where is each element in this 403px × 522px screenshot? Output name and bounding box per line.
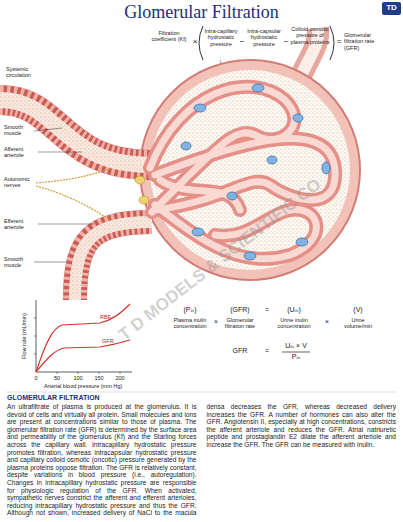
equation-term: Glomerular filtration rate: [220, 317, 260, 330]
equation-bracket: [199, 26, 203, 60]
part-label: Autonomic nerves: [4, 176, 38, 189]
blood-stipple: [75, 222, 152, 300]
smooth-muscle-stripes: [0, 100, 150, 165]
equation-term: Urine inulin concentration: [272, 317, 316, 330]
logo-text: TD: [382, 3, 401, 12]
podocyte: [293, 114, 303, 122]
podocyte: [181, 142, 191, 150]
equation-term: Colloid osmotic pressure of plasma prote…: [290, 26, 330, 45]
tick-label: 200: [112, 375, 128, 381]
equation-symbol: (V): [338, 306, 378, 314]
equation-term: Intra-capillary hydrostatic pressure: [203, 28, 239, 47]
curve-label: RBF: [100, 314, 118, 320]
podocyte: [192, 228, 204, 236]
podocyte: [322, 162, 330, 174]
equation-term: Intra-capsular hydrostatic pressure: [246, 28, 282, 47]
fraction-bar: [282, 352, 310, 353]
arteriole-lumen: [0, 100, 150, 165]
podocyte: [227, 192, 237, 200]
arteriole-lumen: [75, 222, 152, 300]
equation-symbol: GFR: [222, 347, 258, 355]
equation-operator: −: [282, 37, 290, 46]
body-text: An ultrafiltrate of plasma is produced a…: [7, 403, 396, 519]
efferent-arteriole: [75, 222, 152, 300]
logo-badge: [382, 2, 401, 15]
equation-operator: =: [335, 37, 343, 46]
juxtaglomerular-cell: [135, 176, 145, 184]
blood-stipple: [0, 100, 150, 165]
tick-label: 100: [70, 375, 86, 381]
podocyte: [267, 156, 277, 164]
podocyte: [252, 84, 264, 92]
tick-label: 150: [91, 375, 107, 381]
equation-result: Glomerular filtration rate (GFR): [344, 32, 390, 51]
afferent-arteriole: [0, 100, 150, 165]
equation-operator: =: [261, 347, 273, 355]
section-heading: GLOMERULAR FILTRATION: [7, 394, 227, 402]
leader-line: [38, 152, 82, 153]
equation-operator: ×: [191, 37, 199, 46]
smooth-muscle-stripes: [75, 222, 152, 300]
equation-symbol: (Uᵢₙ): [274, 306, 314, 314]
equation-operator: −: [238, 37, 246, 46]
podocyte: [194, 104, 206, 112]
axis-title: Arterial blood pressure (mm Hg): [28, 383, 138, 389]
part-label: Systemic circulation: [6, 66, 46, 79]
equation-symbol: (Pᵢₙ): [170, 306, 210, 314]
equation-symbol: Pᵢₙ: [276, 353, 316, 361]
equation-symbol: (GFR): [222, 306, 258, 314]
equation-term: Filtration coefficient (Kf): [146, 30, 192, 43]
podocyte: [296, 238, 308, 246]
autonomic-nerve: [36, 168, 112, 183]
part-label: Smooth muscle: [4, 256, 34, 269]
gfr-curve: [36, 340, 130, 372]
page-title: Glomerular Filtration: [0, 2, 403, 23]
autonomic-nerve: [36, 186, 110, 220]
section-rule: [6, 392, 397, 393]
part-label: Afferent arteriole: [4, 146, 38, 159]
podocyte: [244, 252, 256, 260]
leader-line: [34, 262, 66, 263]
equation-bracket: [330, 26, 334, 60]
equation-operator: =: [261, 306, 273, 314]
tick-label: 50: [49, 375, 65, 381]
part-label: Smooth muscle: [4, 124, 34, 137]
equation-symbol: Uᵢₙ × V: [276, 342, 316, 350]
capillary-lumen: [160, 180, 240, 210]
equation-operator: ×: [322, 318, 332, 326]
part-label: Efferent arteriole: [4, 218, 38, 231]
leader-line: [34, 128, 62, 131]
equation-operator: ×: [211, 318, 221, 326]
tick-label: 0: [28, 375, 44, 381]
equation-term: Plasma inulin concentration: [168, 317, 212, 330]
equation-term: Urine volume/min: [338, 317, 378, 330]
juxtaglomerular-cell: [139, 196, 149, 204]
axis-title: Flow rate (mL/min): [21, 306, 27, 366]
leader-line: [38, 224, 94, 225]
